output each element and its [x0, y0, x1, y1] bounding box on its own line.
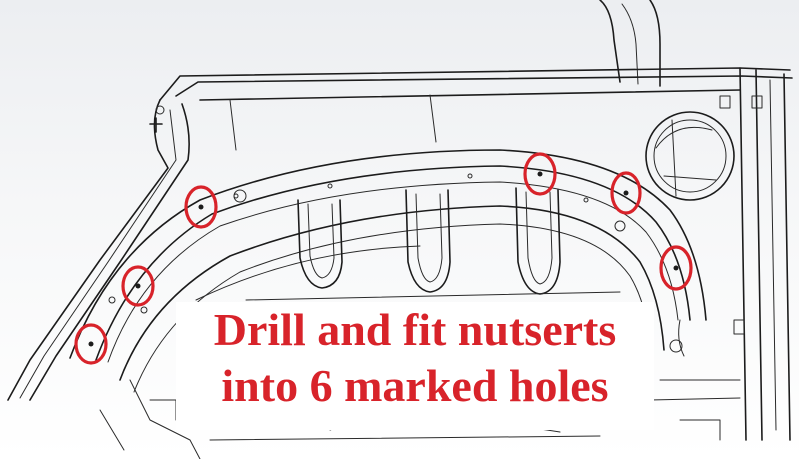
hole-marker-3: [184, 185, 218, 229]
caption-line-2: into 6 marked holes: [221, 360, 609, 411]
hole-marker-4: [523, 152, 557, 196]
hole-dot-6: [673, 265, 679, 271]
hole-marker-2: [121, 265, 155, 307]
hole-marker-1: [74, 323, 108, 365]
mounting-holes-background: [108, 173, 589, 314]
hole-dot-1: [88, 341, 94, 347]
hole-dot-2: [135, 283, 141, 289]
left-pillar: [7, 99, 190, 401]
upper-panel: [159, 67, 793, 441]
hole-dot-3: [198, 204, 204, 210]
hole-marker-5: [610, 171, 642, 215]
marked-holes: [74, 152, 693, 365]
hole-marker-6: [659, 245, 693, 291]
roll-bar-tube: [599, 0, 661, 87]
hole-dot-5: [623, 190, 629, 196]
instruction-caption: Drill and fit nutserts into 6 marked hol…: [176, 302, 654, 430]
hole-dot-4: [537, 171, 543, 177]
caption-line-1: Drill and fit nutserts: [213, 304, 617, 355]
right-opening: [614, 111, 735, 357]
